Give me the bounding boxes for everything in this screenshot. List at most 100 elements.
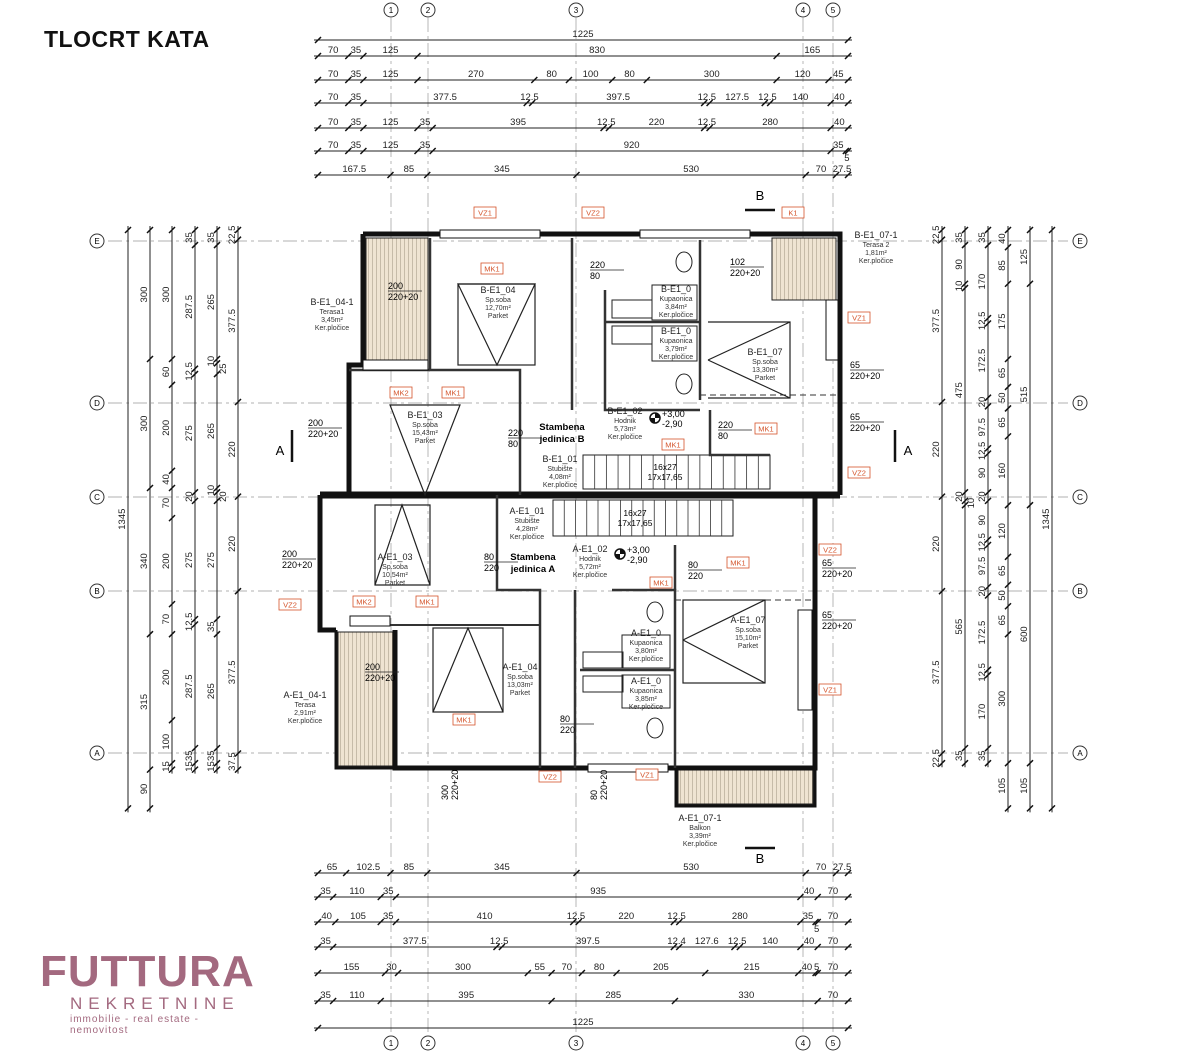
dimension-value: 22.5	[931, 226, 942, 245]
opening-size-bottom: 220+20	[282, 560, 312, 570]
dimension-tick	[961, 497, 969, 505]
dimension-tick	[377, 918, 385, 926]
element-tag-box	[480, 262, 504, 275]
section-label: B	[756, 188, 765, 203]
dimension-tick	[314, 124, 322, 132]
axis-label: 1	[389, 1039, 394, 1048]
dimension-tick	[377, 893, 385, 901]
room-code: B-E1_04-1	[310, 297, 353, 307]
element-tag-box	[726, 556, 750, 569]
axis-bubble	[1072, 395, 1088, 411]
dimension-value: 110	[349, 886, 364, 897]
opening-size-top: 65	[822, 558, 832, 568]
dimension-value: 125	[383, 140, 399, 151]
dimension-tick	[608, 76, 616, 84]
dimension-tick	[146, 484, 154, 492]
room-floor: Ker.pločice	[608, 434, 642, 441]
room-type: Hodnik	[614, 418, 636, 425]
dimension-value: 377.5	[433, 92, 457, 103]
dimension-tick	[146, 630, 154, 638]
dimension-value: 70	[328, 69, 339, 80]
dimension-value: 35	[351, 45, 362, 56]
element-tag: MK1	[758, 425, 773, 434]
dimension-tick	[844, 893, 852, 901]
dimension-tick	[700, 124, 708, 132]
dimension-value: 345	[494, 862, 510, 873]
dimension-value: 70	[561, 962, 572, 973]
dimension-value: 40	[834, 117, 845, 128]
dimension-tick	[168, 381, 176, 389]
room-area: 15,10m²	[735, 635, 761, 642]
dimension-tick	[814, 943, 822, 951]
room-code: B-E1_0	[661, 284, 691, 294]
dimension-value: 65	[327, 862, 338, 873]
dimension-value: 15	[206, 761, 217, 772]
dimension-tick	[844, 997, 852, 1005]
element-tag-box	[473, 206, 497, 219]
dimension-value: 215	[744, 962, 760, 973]
dimension-value: 12.5	[728, 936, 747, 947]
opening-size-bottom: 220+20	[450, 770, 460, 800]
room-code: B-E1_07-1	[854, 230, 897, 240]
dimension-tick	[1004, 404, 1012, 412]
dimension-tick	[392, 918, 400, 926]
dimension-value: 5	[814, 962, 819, 973]
logo-tagline: immobilie - real estate - nemovitost	[70, 1014, 199, 1036]
logo-sub: NEKRETNINE	[70, 994, 240, 1013]
room-code: A-E1_0	[631, 628, 661, 638]
opening-size-top: 65	[850, 412, 860, 422]
dimension-tick	[796, 893, 804, 901]
dimension-tick	[773, 76, 781, 84]
dimension-tick	[234, 226, 242, 234]
dimension-value: 105	[997, 778, 1008, 794]
dimension-value: 140	[792, 92, 808, 103]
dimension-tick	[961, 744, 969, 752]
dimension-value: 12.5	[667, 911, 686, 922]
room-area: 13,03m²	[507, 682, 533, 689]
unit-label: jedinica A	[510, 564, 556, 575]
room-floor: Parket	[510, 690, 530, 697]
dimension-chain: 1225	[314, 29, 852, 44]
dimension-value: 10	[966, 498, 977, 509]
axis-label: 3	[574, 6, 579, 15]
dimension-value: 167.5	[342, 164, 366, 175]
unit-label: Stambena	[539, 422, 585, 433]
level-top: +3,00	[627, 545, 650, 555]
room-code: A-E1_07-1	[678, 813, 721, 823]
dimension-tick	[392, 893, 400, 901]
dimension-value: 1345	[1041, 509, 1052, 530]
dimension-value: 120	[795, 69, 811, 80]
dimension-value: 125	[1019, 249, 1030, 265]
opening-size-top: 220	[508, 428, 523, 438]
dimension-tick	[329, 997, 337, 1005]
dimension-tick	[578, 969, 586, 977]
dimension-value: 70	[816, 862, 827, 873]
opening-size-top: 220	[718, 420, 733, 430]
dimension-value: 85	[404, 862, 415, 873]
dimension-tick	[766, 99, 774, 107]
dimension-tick	[938, 493, 946, 501]
room-type: Terasa 2	[863, 242, 890, 249]
dimension-tick	[1026, 759, 1034, 767]
room-floor: Ker.pločice	[288, 718, 322, 725]
dimension-tick	[377, 997, 385, 1005]
section-lines	[290, 208, 897, 850]
dimension-tick	[961, 284, 969, 292]
opening-size-bottom: 80	[718, 431, 728, 441]
dimension-value: 300	[704, 69, 720, 80]
dimension-tick	[844, 52, 852, 60]
dimension-value: 125	[383, 117, 399, 128]
dimension-tick	[191, 370, 199, 378]
element-tag-box	[818, 683, 842, 696]
dimension-tick	[984, 319, 992, 328]
dimension-tick	[523, 99, 531, 107]
room-floor: Parket	[738, 643, 758, 650]
dimension-tick	[812, 918, 820, 926]
level-marker: +3,00-2,90	[614, 545, 650, 565]
dimension-value: 200	[161, 669, 172, 685]
opening-size-top: 200	[365, 662, 380, 672]
